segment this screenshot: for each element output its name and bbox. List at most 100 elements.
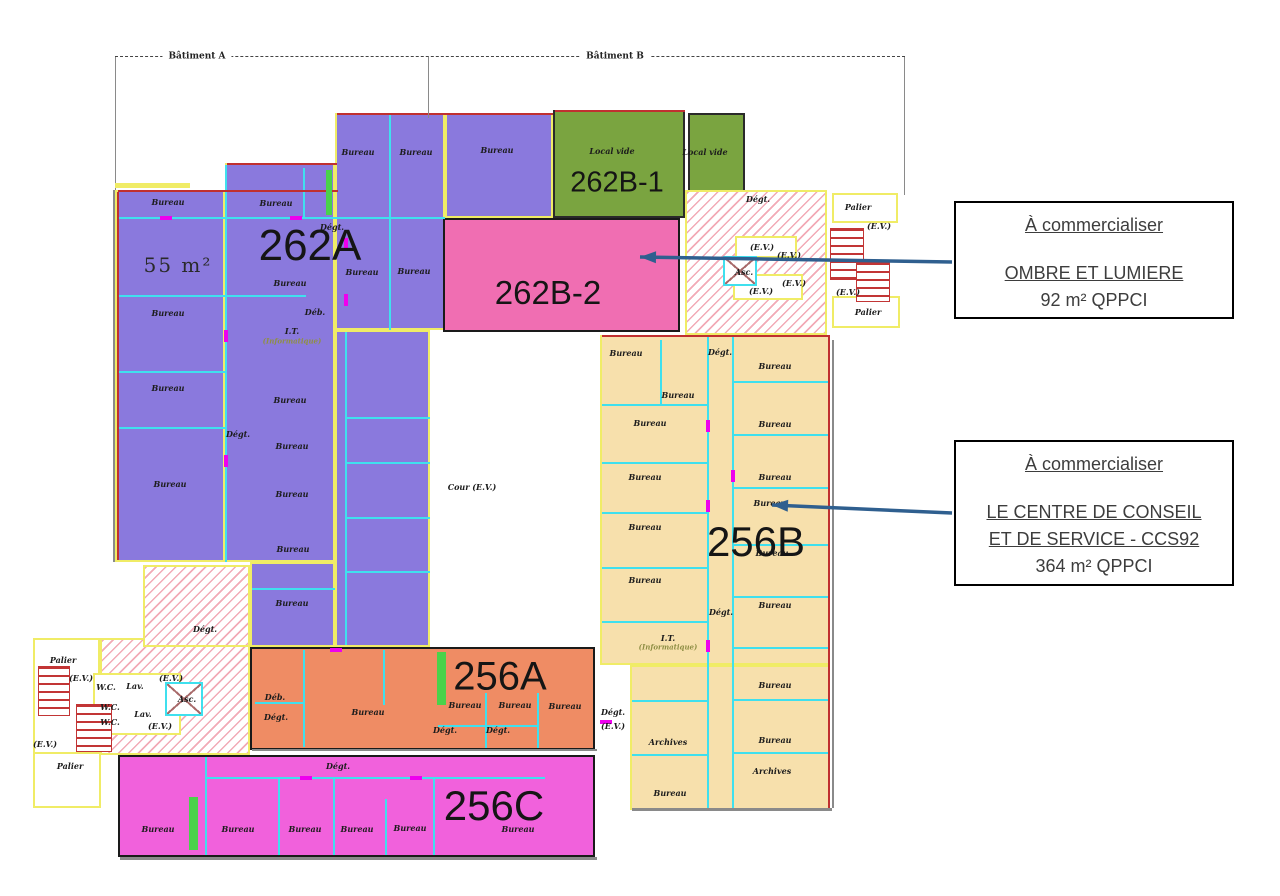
room-label: (Informatique): [262, 336, 322, 346]
sheet-boundary-line: [115, 56, 905, 57]
partition-line: [383, 650, 385, 705]
zone-262B-2: [443, 218, 680, 332]
partition-line: [333, 777, 335, 855]
room-label: Local vide: [589, 146, 635, 156]
partition-line: [734, 487, 830, 489]
room-label: Dégt.: [319, 222, 345, 232]
door-marker: [706, 420, 710, 432]
room-label: Bureau: [275, 489, 309, 499]
door-marker: [224, 330, 228, 342]
zone-stairs: [856, 262, 890, 302]
wall-line: [227, 163, 337, 165]
partition-line: [734, 544, 830, 546]
partition-line: [734, 434, 830, 436]
room-label: (Informatique): [638, 642, 698, 652]
zone-elevators: [165, 682, 203, 716]
partition-line: [632, 700, 707, 702]
zone-stairs: [38, 666, 70, 716]
callout-centre-conseil-service: À commercialiser LE CENTRE DE CONSEIL ET…: [954, 440, 1234, 586]
room-label: Bureau: [153, 479, 187, 489]
callout-tenant-name-line2: ET DE SERVICE - CCS92: [988, 529, 1200, 549]
callout-ombre-et-lumiere: À commercialiser OMBRE ET LUMIERE 92 m² …: [954, 201, 1234, 319]
partition-line: [602, 462, 707, 464]
partition-line: [118, 295, 306, 297]
room-label: I.T.: [660, 633, 676, 643]
room-label: Bureau: [548, 701, 582, 711]
room-label: Bureau: [753, 498, 787, 508]
partition-line: [345, 332, 347, 645]
partition-line: [632, 754, 707, 756]
room-label: Palier: [56, 761, 84, 771]
wall-line: [252, 749, 597, 751]
room-label: Bureau: [755, 548, 789, 558]
room-label: Dégt.: [263, 712, 289, 722]
partition-line: [734, 752, 830, 754]
room-label: Bureau: [141, 824, 175, 834]
zone-palier-rooms: [832, 193, 898, 223]
room-label: Lav.: [126, 681, 144, 691]
wall-line: [120, 857, 597, 860]
wall-line: [118, 190, 338, 192]
callout-surface: 92 m² QPPCI: [1040, 290, 1148, 310]
room-label: Bureau: [151, 197, 185, 207]
room-label: Bureau: [259, 198, 293, 208]
wall-line: [337, 113, 553, 115]
room-label: Bureau: [275, 441, 309, 451]
room-label: W.C.: [100, 702, 120, 712]
room-label: Cour (E.V.): [447, 482, 497, 492]
batiment-a-label: Bâtiment A: [162, 51, 232, 62]
wall-line: [602, 335, 830, 337]
partition-line: [734, 381, 830, 383]
room-label: Bureau: [758, 680, 792, 690]
room-label: Bureau: [633, 418, 667, 428]
partition-line: [347, 517, 430, 519]
door-marker: [344, 294, 348, 306]
zone-id-label-262B-1: 262B-1: [570, 166, 664, 199]
door-marker: [290, 216, 302, 220]
partition-line: [205, 757, 207, 855]
partition-line: [438, 725, 539, 727]
room-label: Dégt.: [708, 607, 734, 617]
zone-degagement-262a: [143, 565, 250, 647]
room-label: Bureau: [273, 278, 307, 288]
partition-line: [205, 777, 545, 779]
partition-line: [602, 621, 707, 623]
room-label: Bureau: [758, 361, 792, 371]
wall-line: [904, 57, 905, 195]
zone-id-label-256B: 256B: [706, 518, 806, 565]
room-label: Palier: [49, 655, 77, 665]
door-marker: [344, 238, 348, 250]
partition-line: [537, 693, 539, 748]
room-label: Bureau: [653, 788, 687, 798]
wall-line: [115, 57, 116, 190]
partition-line: [255, 702, 303, 704]
room-label: Bureau: [480, 145, 514, 155]
room-label: Bureau: [275, 598, 309, 608]
room-label: (E.V.): [748, 286, 774, 296]
partition-line: [732, 337, 734, 808]
room-label: 55 m²: [143, 253, 213, 277]
room-label: (E.V.): [158, 673, 184, 683]
wall-line: [117, 192, 119, 560]
partition-line: [385, 799, 387, 855]
room-label: Dégt.: [600, 707, 626, 717]
room-label: Bureau: [151, 308, 185, 318]
room-label: W.C.: [100, 717, 120, 727]
callout-tenant-name: OMBRE ET LUMIERE: [1004, 263, 1184, 283]
room-label: (E.V.): [749, 242, 775, 252]
zone-256B: [600, 335, 830, 665]
partition-line: [118, 371, 226, 373]
partition-line: [660, 340, 662, 404]
door-marker: [706, 640, 710, 652]
room-label: Bureau: [758, 600, 792, 610]
partition-line: [734, 699, 830, 701]
room-label: Asc.: [734, 267, 754, 277]
room-label: Bureau: [628, 472, 662, 482]
room-label: Dégt.: [707, 347, 733, 357]
zone-palier-rooms: [33, 752, 101, 808]
partition-line: [303, 168, 305, 217]
room-label: (E.V.): [600, 721, 626, 731]
room-label: Bureau: [273, 395, 307, 405]
door-leaf: [437, 652, 446, 705]
